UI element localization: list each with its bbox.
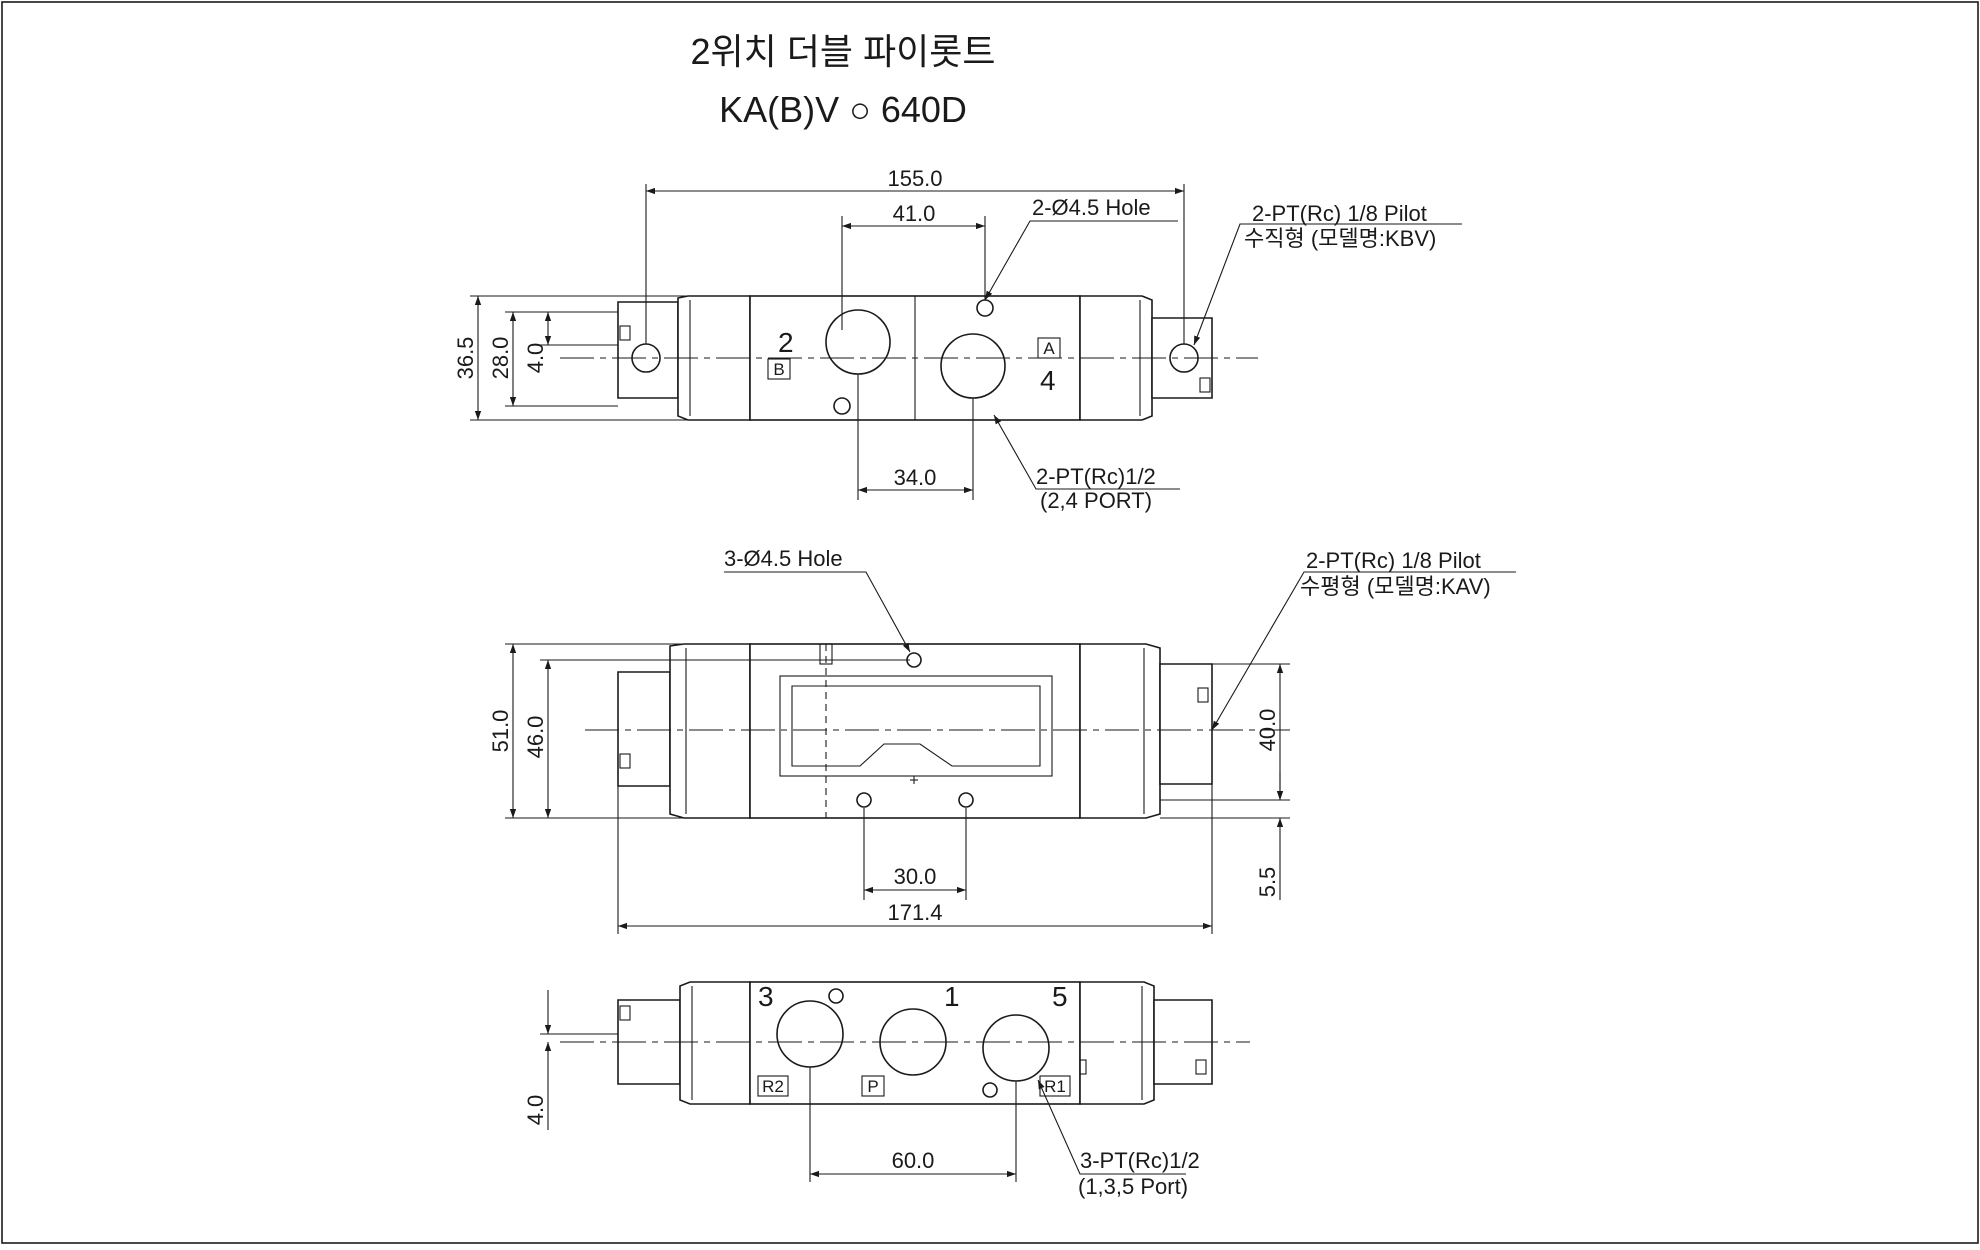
dim-5-5: 5.5 bbox=[1255, 867, 1280, 898]
port-callout-top: 2-PT(Rc)1/2 bbox=[1036, 464, 1156, 489]
pilot-note-top: 수직형 (모델명:KBV) bbox=[1244, 226, 1436, 251]
dim-28: 28.0 bbox=[488, 337, 513, 380]
side-hole-left bbox=[856, 792, 872, 808]
dim-34: 34.0 bbox=[894, 465, 937, 490]
port-label-1: 1 bbox=[944, 981, 960, 1012]
dim-4-bottom: 4.0 bbox=[523, 1095, 548, 1126]
dim-36-5: 36.5 bbox=[453, 337, 478, 380]
pilot-callout-top: 2-PT(Rc) 1/8 Pilot bbox=[1252, 201, 1427, 226]
dim-46: 46.0 bbox=[523, 716, 548, 759]
bottom-right-pilot bbox=[1153, 999, 1213, 1085]
dim-40: 40.0 bbox=[1255, 709, 1280, 752]
port-note-bottom: (1,3,5 Port) bbox=[1078, 1174, 1188, 1199]
tag-r2: R2 bbox=[762, 1077, 784, 1096]
top-view: 2 B A 4 155.0 41.0 2-Ø4.5 Hole 2-PT(Rc) … bbox=[453, 166, 1462, 513]
port-1-circle bbox=[879, 1008, 947, 1076]
dim-30: 30.0 bbox=[894, 864, 937, 889]
bottom-main-body bbox=[749, 981, 1081, 1105]
dim-41: 41.0 bbox=[893, 201, 936, 226]
hole-callout-side: 3-Ø4.5 Hole bbox=[724, 546, 843, 571]
bottom-right-endcap bbox=[1079, 981, 1155, 1105]
title-model: KA(B)V ○ 640D bbox=[719, 89, 967, 130]
title-korean: 2위치 더블 파이롯트 bbox=[691, 31, 996, 72]
tag-b: B bbox=[773, 360, 784, 379]
side-right-endcap bbox=[1079, 643, 1161, 819]
port-label-5: 5 bbox=[1052, 981, 1068, 1012]
port-note-top: (2,4 PORT) bbox=[1040, 488, 1152, 513]
right-end-cap bbox=[1079, 295, 1153, 421]
side-left-pilot bbox=[617, 671, 671, 787]
left-pilot-cap bbox=[617, 301, 679, 399]
side-view: 3-Ø4.5 Hole 2-PT(Rc) 1/8 Pilot 수평형 (모델명:… bbox=[488, 546, 1516, 934]
pilot-callout-side: 2-PT(Rc) 1/8 Pilot bbox=[1306, 548, 1481, 573]
tag-a: A bbox=[1043, 339, 1055, 358]
tag-p: P bbox=[867, 1077, 878, 1096]
bottom-hole-top bbox=[828, 988, 844, 1004]
dim-155: 155.0 bbox=[887, 166, 942, 191]
dim-4-top: 4.0 bbox=[523, 343, 548, 374]
port-label-4: 4 bbox=[1040, 365, 1056, 396]
dim-51: 51.0 bbox=[488, 710, 513, 753]
dim-171-4: 171.4 bbox=[887, 900, 942, 925]
tag-r1: R1 bbox=[1044, 1077, 1066, 1096]
port-callout-bottom: 3-PT(Rc)1/2 bbox=[1080, 1148, 1200, 1173]
port-label-2: 2 bbox=[778, 327, 794, 358]
side-main-body bbox=[749, 643, 1081, 819]
port-label-3: 3 bbox=[758, 981, 774, 1012]
bottom-view: 3 1 5 R2 P R1 4.0 60.0 3-PT(Rc)1/2 (1,3,… bbox=[523, 981, 1250, 1199]
bottom-hole-bottom bbox=[982, 1082, 998, 1098]
mount-hole-bottom bbox=[833, 397, 851, 415]
bottom-left-endcap bbox=[679, 981, 751, 1105]
pilot-note-side: 수평형 (모델명:KAV) bbox=[1300, 574, 1491, 599]
side-right-pilot bbox=[1159, 663, 1213, 785]
dim-60: 60.0 bbox=[892, 1148, 935, 1173]
hole-callout-top: 2-Ø4.5 Hole bbox=[1032, 195, 1151, 220]
side-left-endcap bbox=[669, 643, 751, 819]
side-hole-right bbox=[958, 792, 974, 808]
